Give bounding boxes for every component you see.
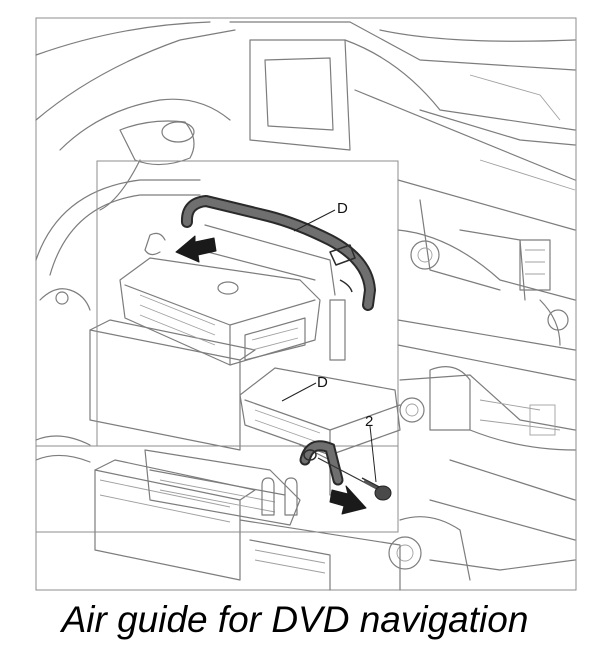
- callout-d-upper: D: [293, 200, 348, 232]
- callout-bolt-2: 2: [365, 413, 377, 483]
- callout-d-lower: D: [281, 374, 328, 402]
- callout-d-upper-label: D: [337, 200, 348, 217]
- engine-bay-background: [35, 21, 576, 591]
- detail-inset-upper: [96, 160, 399, 447]
- bolt-2: [317, 457, 392, 501]
- arrow-left-icon: [175, 235, 217, 263]
- callout-d-lower-label: D: [317, 374, 328, 391]
- arrow-right-icon: [329, 485, 367, 515]
- detail-inset-lower: [35, 367, 401, 533]
- figure-caption: Air guide for DVD navigation: [61, 599, 529, 640]
- exploded-diagram: D D 2: [35, 17, 577, 591]
- callout-bolt-2-label: 2: [365, 413, 373, 430]
- outer-frame: [35, 17, 577, 591]
